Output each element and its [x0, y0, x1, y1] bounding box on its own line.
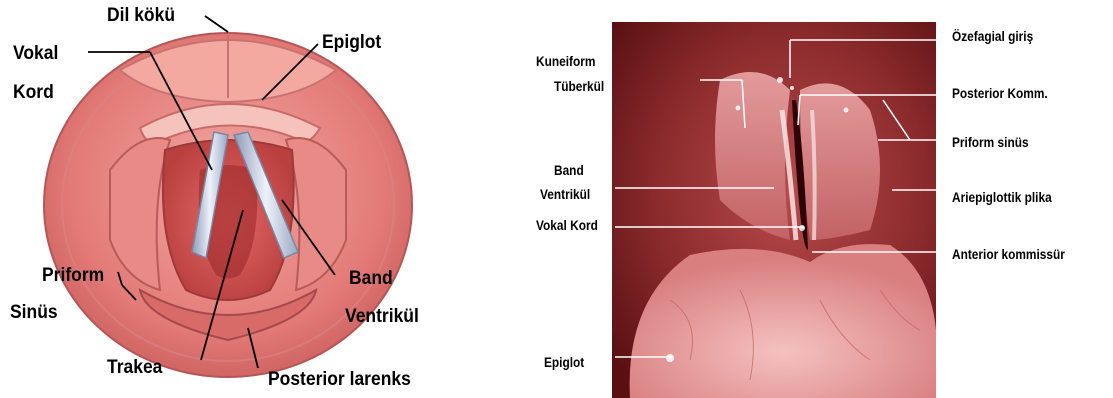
label-priform: Priform [42, 266, 104, 285]
label-ventrikul-left: Ventrikül [345, 307, 419, 326]
label-epiglot-left: Epiglot [322, 33, 381, 52]
larynx-illustration: Dil kökü Vokal Kord Epiglot Priform Sinü… [0, 0, 460, 398]
larynx-drawing [0, 0, 460, 398]
label-kord: Kord [13, 83, 54, 102]
label-posterior-komm: Posterior Komm. [952, 87, 1048, 101]
label-kuneiform: Kuneiform [536, 55, 595, 69]
label-band-right: Band [554, 164, 584, 178]
label-vokal-kord: Vokal Kord [536, 219, 598, 233]
label-ariepiglottik-plika: Ariepiglottik plika [952, 191, 1052, 205]
label-priform-sinus: Priform sinüs [952, 136, 1029, 150]
label-dil-koku: Dil kökü [107, 6, 175, 25]
label-vokal: Vokal [13, 44, 58, 63]
larynx-photo-panel: Kuneiform Tüberkül Band Ventrikül Vokal … [520, 0, 1113, 398]
epiglottis-photo [630, 244, 936, 398]
label-tuberkul: Tüberkül [554, 80, 604, 94]
label-epiglot-right: Epiglot [544, 356, 584, 370]
label-ozefagial-giris: Özefagial giriş [952, 30, 1033, 44]
label-posterior-larenks: Posterior larenks [268, 370, 411, 389]
label-trakea: Trakea [107, 358, 162, 377]
label-anterior-kommissur: Anterior kommissür [952, 248, 1065, 262]
label-band-left: Band [349, 269, 393, 288]
label-ventrikul-right: Ventrikül [540, 188, 590, 202]
label-sinus: Sinüs [10, 303, 58, 322]
